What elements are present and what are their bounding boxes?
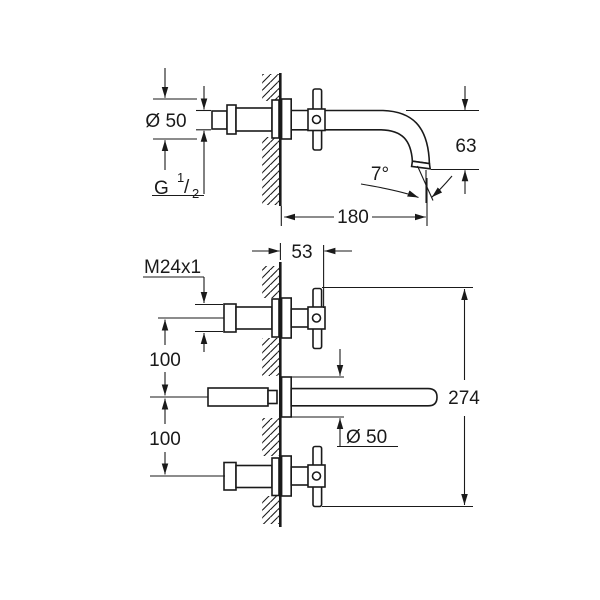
valve-body: [235, 464, 273, 489]
handle-screw: [311, 313, 322, 323]
dim-spout-reach-180: 180: [280, 178, 428, 228]
dim-wall-offset-53: 53: [252, 242, 352, 308]
escutcheon-flange: [280, 455, 293, 497]
concealed-valve-body: [211, 99, 280, 139]
valve-cartridge-body: [235, 107, 273, 132]
wall-offset-label: 53: [291, 242, 312, 263]
inlet-connector: [211, 110, 228, 130]
wall-section: [262, 262, 282, 527]
thread-label-g: G: [154, 178, 169, 199]
dim-collar-thread-m24: M24x1: [143, 257, 223, 352]
spout-plan: [207, 376, 438, 418]
dim-escutcheon-diameter-plan: Ø 50: [291, 349, 398, 448]
collar-thread-label: M24x1: [144, 257, 201, 278]
escutcheon-flange: [280, 98, 293, 140]
upper-spacing-label: 100: [149, 350, 181, 371]
thread-label-numerator: 1: [177, 170, 184, 185]
thread-collar: [223, 303, 237, 333]
upper-valve: [223, 287, 326, 350]
angle-label: 7°: [371, 164, 389, 185]
bottom-view: M24x1 53 100 100: [143, 242, 480, 527]
reach-label: 180: [337, 207, 369, 228]
mounting-plate: [271, 457, 280, 497]
mounting-plate: [271, 99, 280, 139]
escutcheon-flange: [280, 297, 293, 339]
escutcheon-diameter-label: Ø 50: [346, 427, 387, 448]
dim-overall-height-274: 274: [322, 286, 480, 508]
concealed-spout-body: [207, 387, 269, 407]
lower-valve: [223, 445, 326, 508]
valve-body: [235, 306, 273, 330]
dim-escutcheon-diameter: Ø 50: [145, 68, 197, 170]
overall-height-label: 274: [448, 388, 480, 409]
thread-collar: [223, 461, 237, 491]
wall-nipple: [267, 389, 278, 405]
diameter-label: Ø 50: [145, 111, 186, 132]
handle-screw: [311, 114, 322, 125]
lower-spacing-label: 100: [149, 429, 181, 450]
thread-label-denominator: 2: [192, 186, 199, 201]
handle-screw: [311, 471, 322, 481]
dim-inlet-thread: G 1 / 2: [152, 86, 211, 201]
drop-height-label: 63: [455, 136, 476, 157]
mounting-plate: [271, 298, 280, 338]
handle-stem: [290, 308, 310, 328]
thread-collar: [226, 104, 237, 135]
top-view: Ø 50 G 1 / 2 63 7°: [145, 68, 479, 228]
dim-spout-drop-63: 63: [406, 86, 479, 194]
escutcheon-flange: [280, 376, 293, 418]
cross-handle: [307, 88, 326, 151]
dim-spacing-100: 100 100: [149, 317, 225, 477]
wall-section: [262, 73, 282, 206]
spout-tube: [290, 387, 438, 407]
handle-stem: [290, 466, 310, 486]
spout-outlet: [410, 160, 432, 170]
dim-outlet-angle-7: 7°: [360, 164, 453, 203]
thread-label-slash: /: [184, 177, 190, 198]
